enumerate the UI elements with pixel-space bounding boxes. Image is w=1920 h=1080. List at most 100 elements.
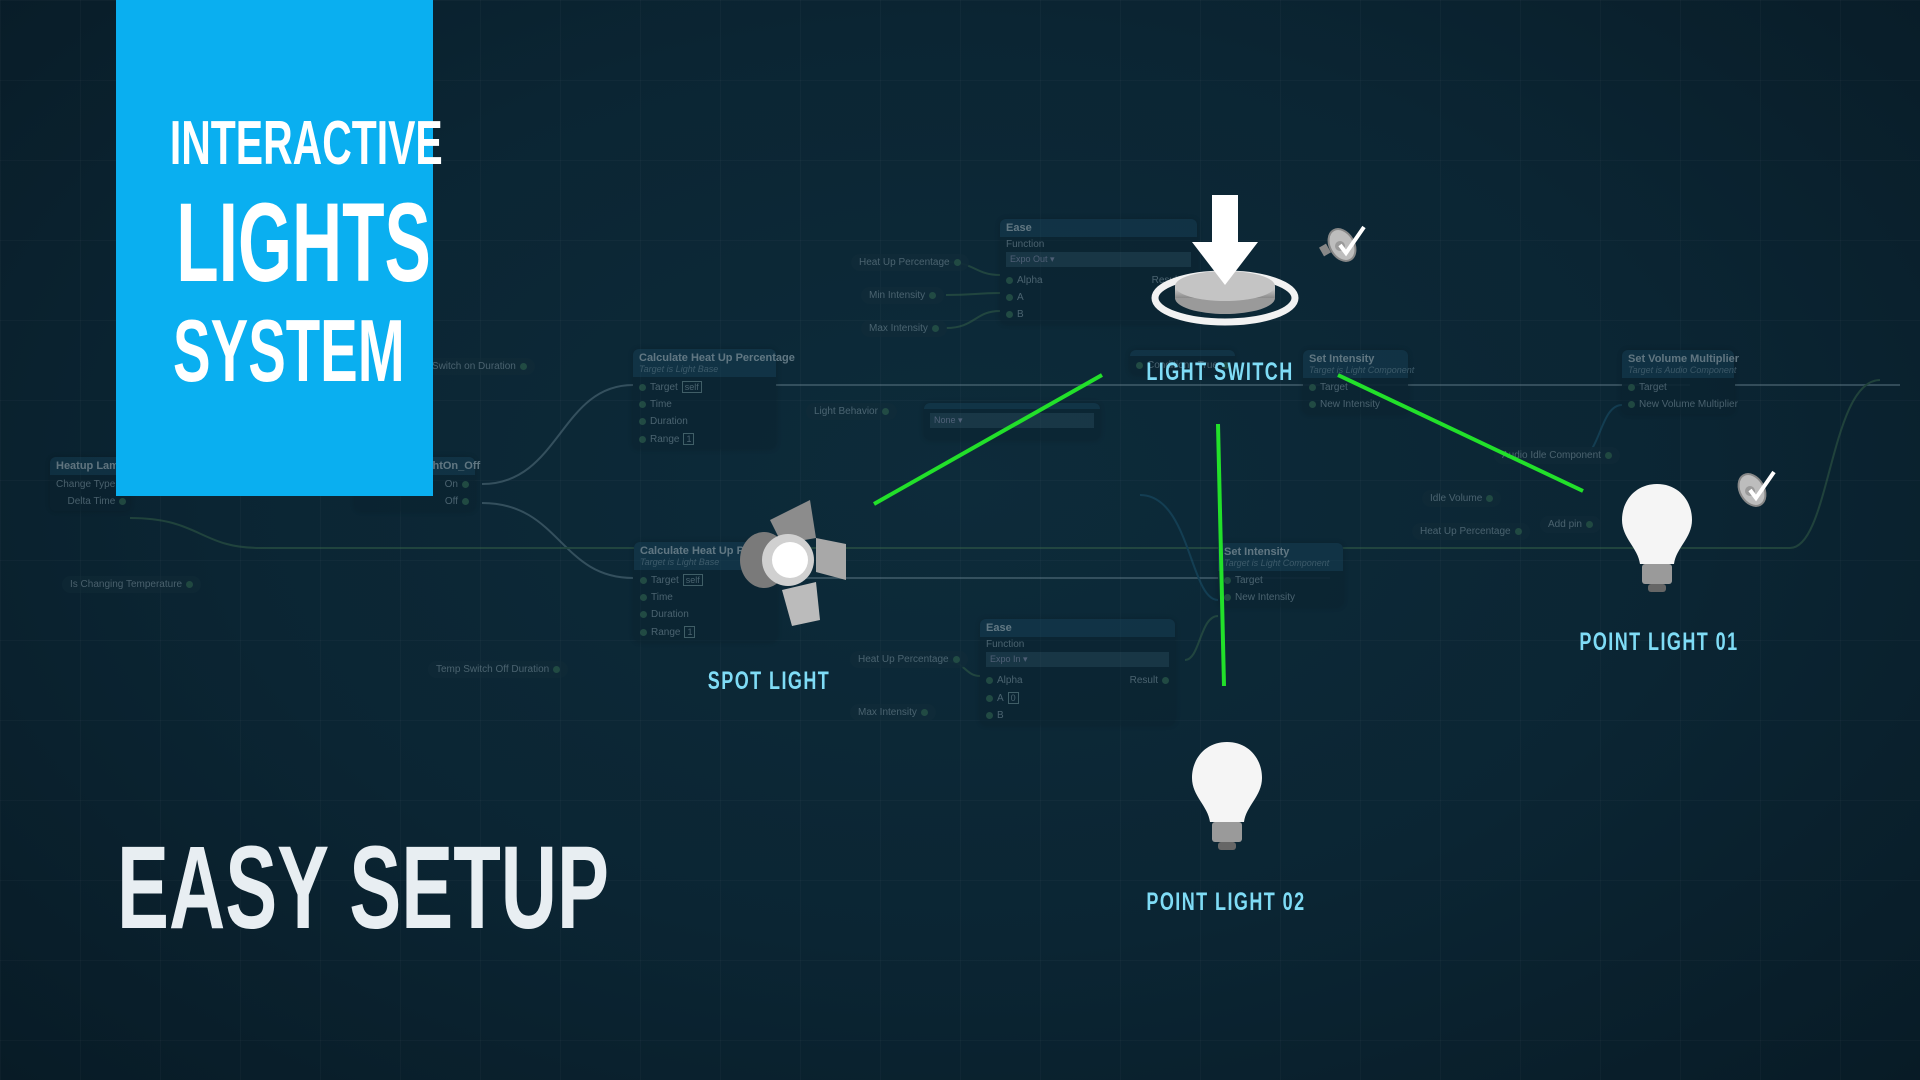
graph-node[interactable]: Condition True [1130, 350, 1235, 375]
node-title: Heatup Lamp [56, 460, 126, 472]
spotlight-icon[interactable] [730, 498, 850, 628]
node-title: Set Intensity [1224, 546, 1290, 558]
variable-node[interactable]: Heat Up Percentage [851, 254, 969, 271]
input-pin[interactable]: B [1006, 309, 1043, 320]
pin-dot-icon [640, 628, 647, 636]
pin-label: B [997, 710, 1004, 721]
point-light-02-bulb-icon[interactable] [1190, 740, 1264, 852]
variable-node[interactable]: Heat Up Percentage [1412, 523, 1530, 540]
input-pin[interactable]: Target [1628, 382, 1738, 393]
speaker-check-icon [1319, 225, 1366, 262]
node-dropdown[interactable]: None ▾ [930, 413, 1094, 428]
dropdown-value: Expo Out [1010, 254, 1048, 264]
pin-label: On [444, 479, 458, 490]
variable-node[interactable]: Light Behavior [806, 403, 897, 420]
pin-dot-icon [986, 677, 993, 684]
input-pin[interactable]: New Volume Multiplier [1628, 399, 1738, 410]
node-header: Ease [980, 619, 1175, 637]
input-pin[interactable]: Condition [1136, 360, 1189, 371]
pin-dot-icon [1309, 384, 1316, 391]
pin-label: Result [1129, 675, 1158, 686]
output-pin[interactable]: Off [445, 496, 469, 507]
spot-light-label: SPOT LIGHT [707, 667, 831, 695]
pin-dot-icon [519, 363, 527, 370]
variable-node[interactable]: Max Intensity [850, 704, 936, 721]
pin-label: A [997, 692, 1004, 704]
pin-default-value[interactable]: 0 [1007, 692, 1019, 704]
pin-default-value[interactable]: 1 [684, 626, 696, 638]
variable-label: Max Intensity [858, 707, 917, 718]
pin-dot-icon [553, 666, 561, 673]
output-pin[interactable]: Delta Time [68, 496, 127, 507]
graph-node[interactable]: None ▾ [924, 403, 1100, 440]
pin-label: True [1197, 360, 1218, 371]
output-pin[interactable]: On [445, 479, 469, 490]
pin-dot-icon [640, 594, 647, 601]
pin-dot-icon [640, 576, 647, 584]
pin-dot-icon [639, 383, 646, 391]
pin-label: Condition [1147, 360, 1190, 371]
variable-node[interactable]: Is Changing Temperature [62, 576, 202, 593]
pin-default-value[interactable]: 1 [683, 433, 695, 445]
dropdown-label: Function [986, 639, 1025, 650]
pin-dot-icon [1136, 362, 1143, 369]
node-subtitle: Target is Light Base [639, 364, 719, 374]
point-light-01-label: POINT LIGHT 01 [1579, 628, 1739, 656]
input-pin[interactable]: New Intensity [1309, 399, 1380, 410]
input-pin[interactable]: New Intensity [1224, 592, 1295, 603]
node-title: Set Intensity [1309, 353, 1375, 365]
pin-dot-icon [639, 418, 646, 425]
input-pin[interactable]: Time [639, 399, 702, 410]
point-light-02-label: POINT LIGHT 02 [1146, 888, 1306, 916]
input-pin[interactable]: B [986, 710, 1023, 721]
pin-default-value[interactable]: self [682, 574, 703, 586]
light-switch-label: LIGHT SWITCH [1146, 358, 1294, 386]
node-dropdown[interactable]: Expo In ▾ [986, 652, 1169, 667]
pin-default-value[interactable]: self [681, 381, 702, 393]
variable-label: Add pin [1548, 519, 1582, 530]
input-pin[interactable]: Duration [639, 416, 702, 427]
node-dropdown[interactable]: Expo Out ▾ [1006, 252, 1191, 267]
variable-node[interactable]: Min Intensity [861, 287, 945, 304]
input-pin[interactable]: Duration [640, 609, 703, 620]
pin-dot-icon [1224, 577, 1231, 584]
dropdown-label: Function [1006, 239, 1045, 250]
pin-dot-icon [1162, 677, 1169, 684]
pin-dot-icon [186, 581, 194, 588]
input-pin[interactable]: Time [640, 592, 703, 603]
input-pin[interactable]: A [1006, 292, 1043, 303]
variable-node[interactable]: Heat Switch on Duration [400, 358, 535, 375]
output-pin[interactable]: Result [1130, 675, 1169, 686]
node-subtitle: Target is Light Base [640, 557, 720, 567]
variable-node[interactable]: Heat Up Percentage [850, 651, 968, 668]
variable-node[interactable]: Temp Switch Off Duration [428, 661, 569, 678]
input-pin[interactable]: Alpha [1006, 275, 1043, 286]
input-pin[interactable]: Target [1224, 575, 1295, 586]
variable-node[interactable]: Idle Volume [1422, 490, 1502, 507]
light-switch-icon[interactable] [1150, 190, 1300, 330]
pin-dot-icon [462, 481, 469, 488]
variable-node[interactable]: Max Intensity [861, 320, 947, 337]
input-pin[interactable]: Target [1309, 382, 1380, 393]
pin-label: B [1017, 309, 1024, 320]
input-pin[interactable]: Alpha [986, 675, 1023, 686]
pin-label: Delta Time [67, 496, 116, 507]
output-pin[interactable]: True [1198, 360, 1229, 371]
point-light-01-bulb-icon[interactable] [1620, 482, 1694, 594]
pin-label: Off [444, 496, 458, 507]
variable-node[interactable]: Add pin [1540, 516, 1601, 533]
variable-label: Min Intensity [869, 290, 926, 301]
pin-dot-icon [920, 709, 928, 716]
variable-node[interactable]: Audio Idle Component [1494, 447, 1620, 464]
